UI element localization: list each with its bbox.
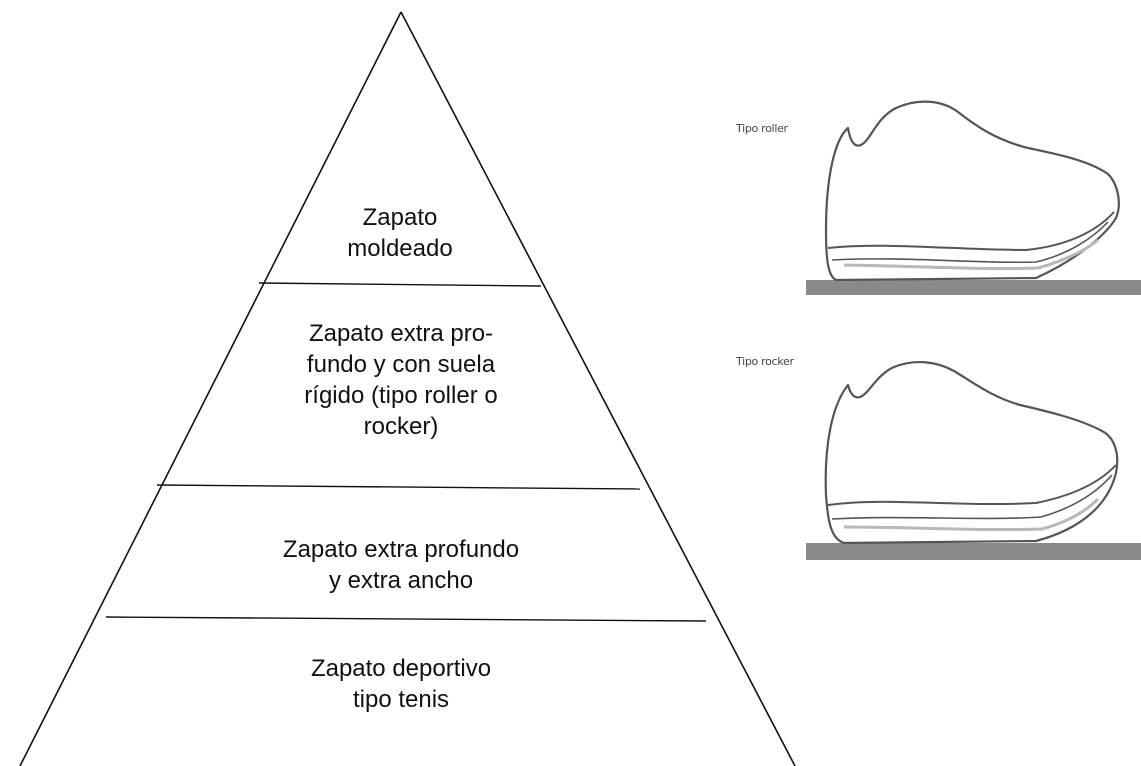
tier-2-line-2: fundo y con suela [306,351,496,378]
pyramid-left-edge [19,11,402,766]
tier-2-line-4: rocker) [363,413,439,440]
shoe-illustration-roller: Tipo roller [736,100,1141,300]
tier-3-line-1: Zapato extra profundo [282,536,520,563]
tier-3-line-2: y extra ancho [328,567,474,594]
tier-label-sport-shoe: Zapato deportivo tipo tenis [270,653,532,715]
tier-1-line-2: moldeado [347,235,453,262]
roller-shoe-icon [806,100,1141,295]
tier-divider-3 [105,616,707,622]
tier-divider-2 [156,484,641,490]
tier-label-extra-deep-rigid-sole: Zapato extra pro- fundo y con suela rígi… [260,318,542,442]
shoe-caption-rocker: Tipo rocker [736,355,794,368]
tier-2-line-3: rígido (tipo roller o [304,382,498,409]
tier-divider-1 [258,282,542,287]
tier-4-line-1: Zapato deportivo [310,655,492,682]
shoe-illustration-rocker: Tipo rocker [736,345,1141,570]
tier-label-molded-shoe: Zapato moldeado [300,202,500,264]
tier-1-line-1: Zapato [362,204,438,231]
tier-4-line-2: tipo tenis [352,686,450,713]
pyramid-right-edge [400,11,796,766]
tier-2-line-1: Zapato extra pro- [308,320,494,347]
rocker-shoe-icon [806,360,1141,560]
tier-label-extra-deep-extra-wide: Zapato extra profundo y extra ancho [230,534,572,596]
shoe-caption-roller: Tipo roller [736,122,788,135]
